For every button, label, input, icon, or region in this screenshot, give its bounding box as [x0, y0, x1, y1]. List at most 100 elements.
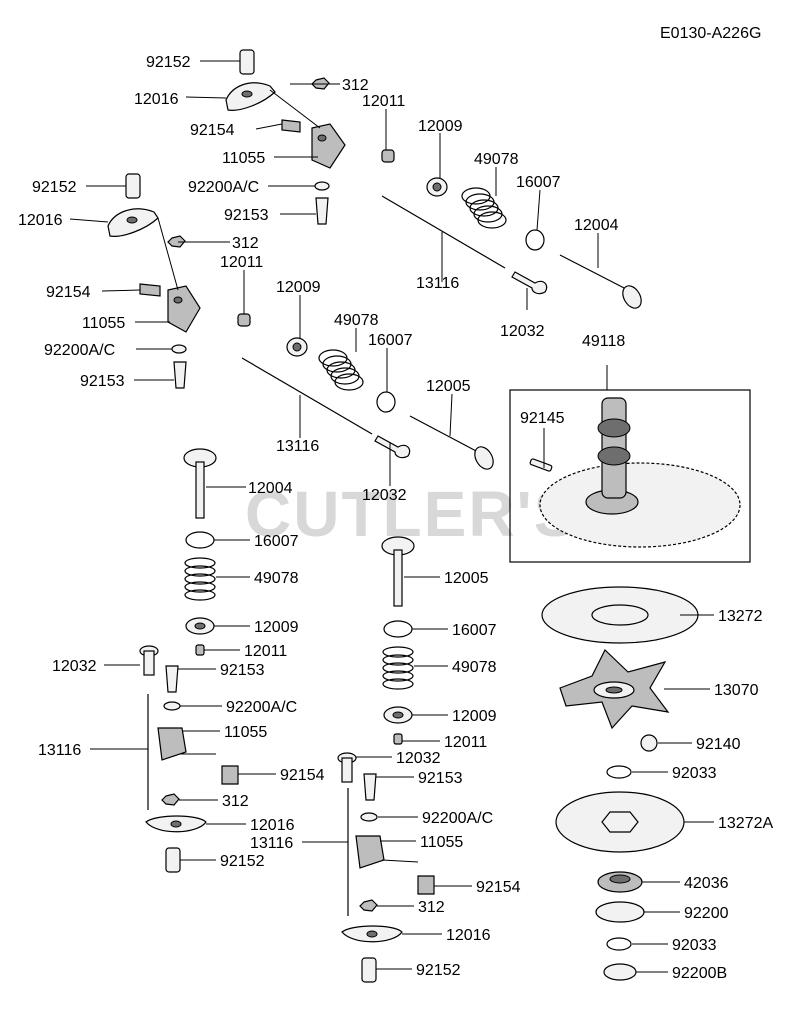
- diagram-code: E0130-A226G: [660, 25, 761, 42]
- callout-92153: 92153: [80, 373, 125, 390]
- callout-13116: 13116: [416, 275, 459, 292]
- callout-16007: 16007: [516, 174, 561, 191]
- callout-92153: 92153: [224, 207, 269, 224]
- spring-49078-d: [382, 646, 414, 690]
- washer-92200ac-c: [163, 701, 181, 711]
- callout-312: 312: [232, 235, 259, 252]
- callout-11055: 11055: [420, 834, 463, 851]
- callout-92153: 92153: [418, 770, 463, 787]
- callout-11055: 11055: [222, 150, 265, 167]
- callout-92145: 92145: [520, 410, 565, 427]
- callout-92200b: 92200B: [672, 965, 727, 982]
- callout-92152: 92152: [146, 54, 191, 71]
- callout-92200ac: 92200A/C: [422, 810, 493, 827]
- washer-92200ac-b: [171, 344, 187, 354]
- camshaft-lobe-2: [597, 446, 631, 466]
- callout-92152: 92152: [32, 179, 77, 196]
- callout-312: 312: [342, 77, 369, 94]
- collet-12011-b: [237, 313, 251, 327]
- valve-12005-b-stem: [393, 549, 403, 607]
- callout-11055: 11055: [224, 724, 267, 741]
- callout-12011: 12011: [244, 643, 287, 660]
- bracket-11055-d: [355, 835, 385, 869]
- rocker-hole-d: [366, 930, 378, 938]
- callout-49078: 49078: [474, 151, 519, 168]
- collet-12011-a: [381, 149, 395, 163]
- callout-92033: 92033: [672, 937, 717, 954]
- stud-92153-a: [315, 197, 329, 225]
- callout-12009: 12009: [276, 279, 321, 296]
- callout-11055: 11055: [82, 315, 125, 332]
- stud-92153-d: [363, 773, 377, 801]
- retainer-12009-c-hole: [194, 622, 206, 630]
- pin-92152-d: [361, 957, 377, 983]
- callout-92152: 92152: [220, 853, 265, 870]
- plate-13272-hole: [591, 604, 649, 626]
- bearing-42036-hole: [609, 874, 631, 884]
- plate-13272: [541, 586, 699, 644]
- seal-16007-b: [376, 391, 396, 413]
- collet-12011-c: [195, 644, 205, 656]
- bolt-92154-c: [221, 765, 239, 785]
- nut-312-d: [359, 899, 378, 912]
- callout-12011: 12011: [220, 254, 263, 271]
- callout-12032: 12032: [52, 658, 97, 675]
- callout-12016: 12016: [134, 91, 179, 108]
- bracket-11055-c: [157, 727, 187, 761]
- callout-13272a: 13272A: [718, 815, 773, 832]
- valve-stack-left: [139, 448, 239, 873]
- rocker-hole-a: [241, 90, 253, 98]
- callout-12009: 12009: [254, 619, 299, 636]
- bracket-hole-a: [317, 134, 327, 142]
- callout-12004: 12004: [248, 480, 293, 497]
- callout-12032: 12032: [396, 750, 441, 767]
- bolt-92154-b: [139, 283, 161, 297]
- retainer-12009-a-hole: [432, 182, 442, 192]
- spring-49078-c: [184, 557, 216, 601]
- rocker-hole-c: [170, 820, 182, 828]
- washer-92200: [595, 901, 645, 923]
- weight-holder-hub-hole: [605, 686, 623, 694]
- callout-12009: 12009: [452, 708, 497, 725]
- tappet-12032-c-body: [143, 650, 155, 676]
- callout-12016: 12016: [250, 817, 295, 834]
- callout-12032: 12032: [500, 323, 545, 340]
- watermark: CUTLER'S: [245, 478, 578, 550]
- valve-12004-b-stem: [195, 461, 205, 519]
- camshaft-box: [509, 365, 751, 563]
- valve-12004-a-head: [622, 285, 642, 309]
- seal-16007-c: [185, 531, 215, 549]
- circlip-92033-a: [606, 765, 632, 779]
- bracket-11055-a: [311, 123, 346, 169]
- callout-49118: 49118: [582, 333, 625, 350]
- cam-gear: [539, 462, 741, 548]
- callout-12005: 12005: [444, 570, 489, 587]
- washer-92200ac-d: [360, 812, 378, 822]
- callout-12016: 12016: [446, 927, 491, 944]
- pin-92152-b: [125, 173, 141, 199]
- bolt-92154-a: [281, 119, 301, 133]
- tappet-12032-a: [511, 271, 548, 295]
- callout-92154: 92154: [190, 122, 235, 139]
- callout-12011: 12011: [362, 93, 405, 110]
- callout-49078: 49078: [452, 659, 497, 676]
- washer-92200b: [603, 963, 637, 981]
- callout-92033: 92033: [672, 765, 717, 782]
- callout-92200: 92200: [684, 905, 729, 922]
- bracket-11055-b: [167, 285, 201, 333]
- bolt-92154-d: [417, 875, 435, 895]
- callout-13116: 13116: [276, 438, 319, 455]
- camshaft-lobe-1: [597, 418, 631, 438]
- stud-92153-c: [165, 665, 179, 693]
- callout-16007: 16007: [368, 332, 413, 349]
- plate-13272a-hole: [601, 811, 639, 833]
- callout-92200ac: 92200A/C: [226, 699, 297, 716]
- valve-12004-a-stem: [559, 254, 629, 291]
- callout-16007: 16007: [254, 533, 299, 550]
- callout-92154: 92154: [46, 284, 91, 301]
- pin-92145: [529, 458, 553, 472]
- retainer-12009-d-hole: [392, 711, 404, 719]
- spring-49078-a: [461, 187, 507, 229]
- callout-92154: 92154: [476, 879, 521, 896]
